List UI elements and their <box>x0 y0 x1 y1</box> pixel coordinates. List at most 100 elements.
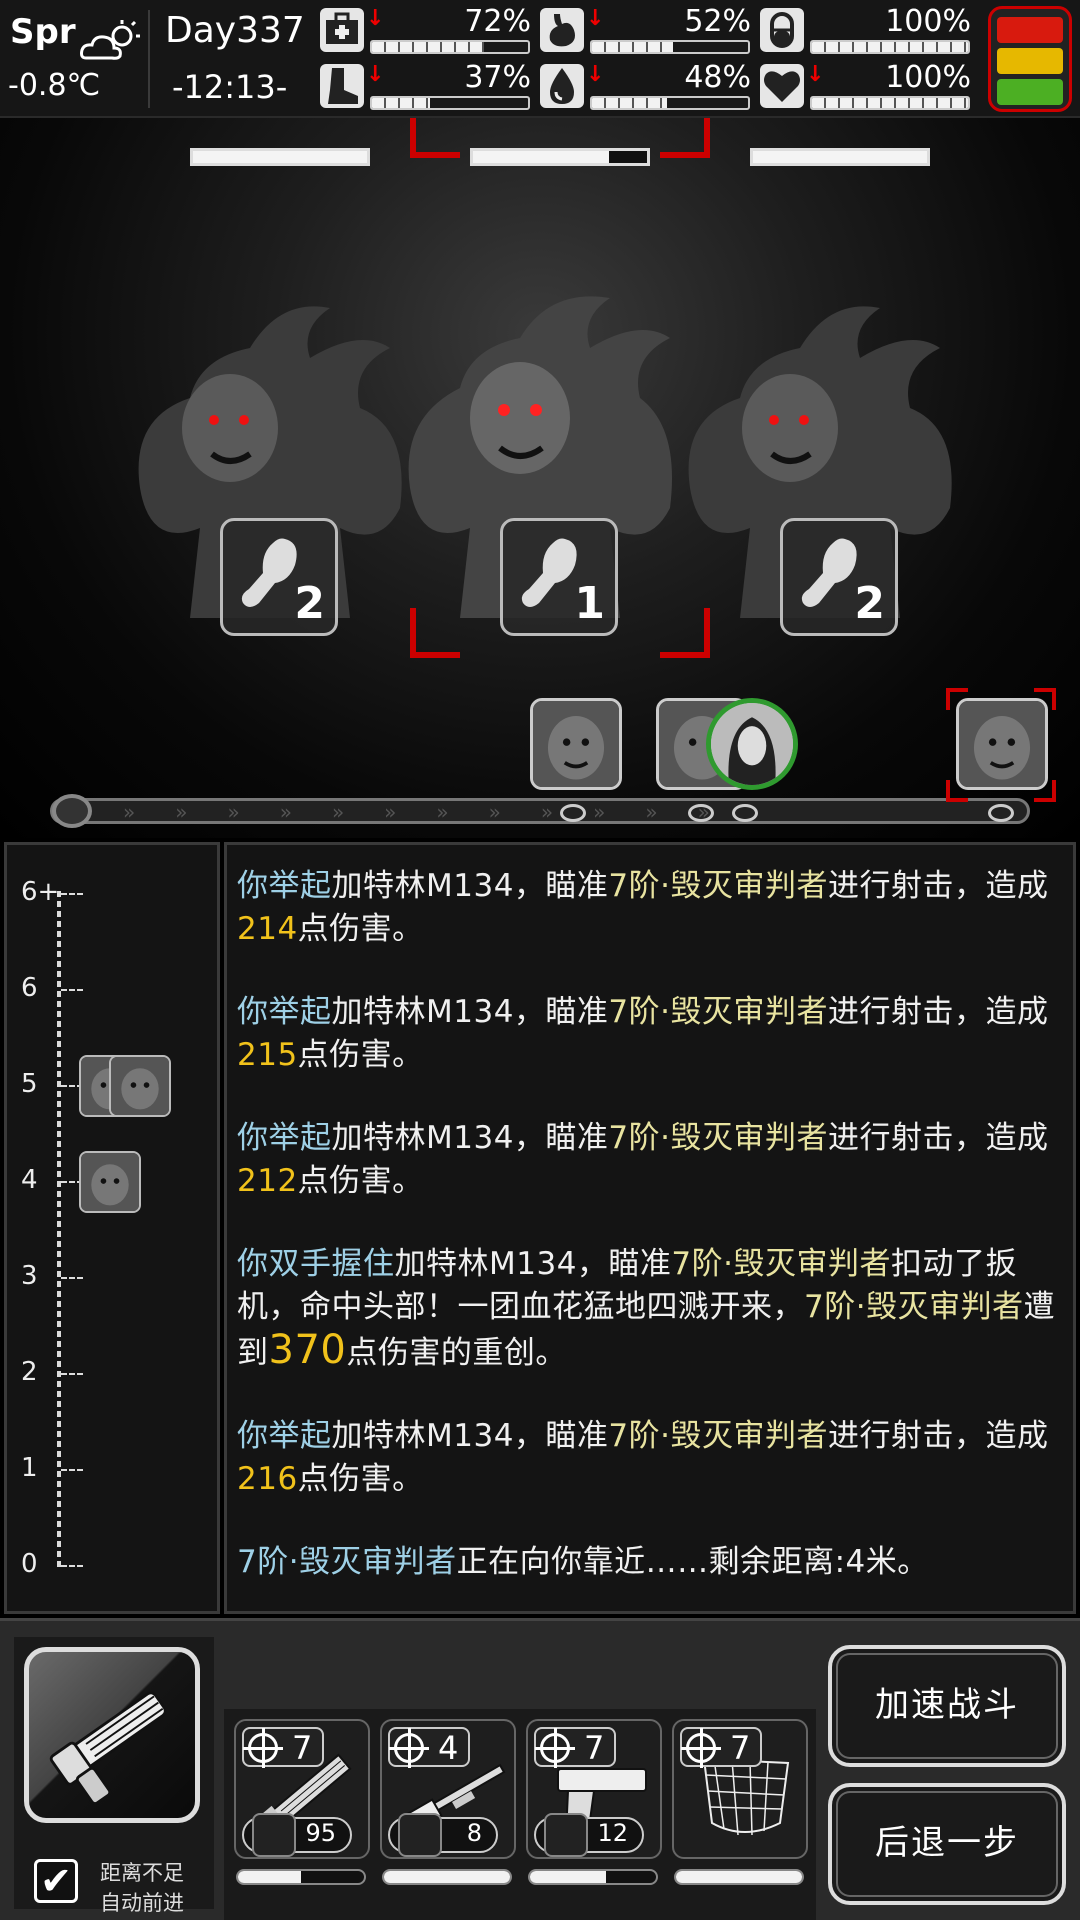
target-bracket <box>410 608 460 658</box>
weapon-durability-bar <box>236 1869 366 1885</box>
step-count: 2 <box>854 578 885 629</box>
footprint-icon <box>241 538 297 607</box>
log-entry: 你举起加特林M134，瞄准7阶·毁灭审判者进行射击，造成212点伤害。 <box>237 1117 1063 1203</box>
decrease-arrow-icon: ↓ <box>586 6 605 31</box>
weapon-slots: 7 95 4 8 7 12 7 <box>224 1709 816 1920</box>
decrease-arrow-icon: ↓ <box>366 6 385 31</box>
log-text: 加特林M134，瞄准 <box>331 1120 609 1156</box>
track-start-marker <box>52 794 92 828</box>
stat-thirst[interactable]: ↓ 48% <box>540 60 755 112</box>
player-track-token[interactable] <box>706 698 798 790</box>
enemy-hp-bar <box>750 148 930 166</box>
log-text: 点伤害。 <box>297 1461 424 1497</box>
enemy-name: 7阶·毁灭审判者 <box>608 994 828 1030</box>
weapon-level: 7 <box>730 1729 751 1767</box>
ruler-tick <box>61 989 83 991</box>
enemy-track-token[interactable] <box>530 698 622 790</box>
log-text: 加特林M134，瞄准 <box>394 1246 672 1282</box>
stat-value: 37% <box>464 60 531 95</box>
alert-red-light <box>997 17 1063 43</box>
damage-value: 216 <box>237 1461 298 1497</box>
survivor-portrait-icon <box>711 703 793 785</box>
weapon-durability-bar <box>528 1869 658 1885</box>
log-text: 你举起 <box>237 1120 332 1156</box>
track-pin <box>732 804 758 822</box>
enemy-step-badge: 2 <box>780 518 898 636</box>
water-drop-icon <box>540 64 584 108</box>
ruler-tick <box>61 1181 83 1183</box>
stat-value: 72% <box>464 4 531 39</box>
weapon-slot[interactable]: 4 8 <box>380 1719 516 1891</box>
weapon-slot[interactable]: 7 <box>672 1719 808 1891</box>
log-text: 你双手握住 <box>237 1246 395 1282</box>
stomach-icon <box>540 8 584 52</box>
enemy-name: 7阶·毁灭审判者 <box>608 868 828 904</box>
enemy-distance-marker <box>109 1055 171 1117</box>
weapon-slot[interactable]: 7 12 <box>526 1719 662 1891</box>
enemy-track-token-targeted[interactable] <box>956 698 1048 790</box>
combat-log[interactable]: 你举起加特林M134，瞄准7阶·毁灭审判者进行射击，造成214点伤害。你举起加特… <box>224 842 1076 1614</box>
log-text: 正在向你靠近……剩余距离:4米。 <box>456 1544 929 1580</box>
ruler-tick <box>61 1373 83 1375</box>
alert-yellow-light <box>997 48 1063 74</box>
auto-advance-label: 距离不足 <box>100 1861 184 1885</box>
weapon-card[interactable]: 7 <box>672 1719 808 1859</box>
stat-bar <box>370 96 530 110</box>
medkit-icon <box>320 8 364 52</box>
target-bracket <box>660 118 710 158</box>
speed-up-battle-button[interactable]: 加速战斗 <box>828 1645 1066 1767</box>
target-corner <box>1034 780 1056 802</box>
mutant-portrait-icon <box>111 1057 169 1115</box>
ruler-tick <box>61 893 83 895</box>
stat-energy[interactable]: 100% <box>760 4 975 56</box>
stat-mood[interactable]: ↓ 100% <box>760 60 975 112</box>
log-text: 加特林M134，瞄准 <box>331 1418 609 1454</box>
log-text: 进行射击，造成 <box>828 994 1049 1030</box>
weapon-card[interactable]: 7 12 <box>526 1719 662 1859</box>
stat-value: 100% <box>885 60 971 95</box>
stat-bar <box>590 40 750 54</box>
pill-icon <box>760 8 804 52</box>
enemy-hp-bar <box>470 148 650 166</box>
stat-stamina[interactable]: ↓ 37% <box>320 60 535 112</box>
log-entry: 7阶·毁灭审判者正在向你靠近……剩余距离:4米。 <box>237 1541 1063 1584</box>
target-corner <box>1034 688 1056 710</box>
season-label: Spr <box>10 12 76 52</box>
weapon-card[interactable]: 4 8 <box>380 1719 516 1859</box>
battle-scene: 2 1 2 »»»»»»»»»»»» <box>0 118 1080 838</box>
minigun-icon <box>49 1691 167 1805</box>
boot-icon <box>320 64 364 108</box>
log-text: 进行射击，造成 <box>828 1120 1049 1156</box>
mutant-portrait-icon <box>533 701 619 787</box>
log-text: 加特林M134，瞄准 <box>331 994 609 1030</box>
stat-value: 100% <box>885 4 971 39</box>
auto-advance-label: 自动前进 <box>100 1891 184 1915</box>
crosshair-icon <box>681 1728 721 1768</box>
status-bar: Spr -0.8℃ Day337 -12:13- ↓ 72% ↓ 52% 100… <box>0 0 1080 118</box>
stat-hunger[interactable]: ↓ 52% <box>540 4 755 56</box>
log-entry: 你举起加特林M134，瞄准7阶·毁灭审判者进行射击，造成215点伤害。 <box>237 991 1063 1077</box>
stat-value: 48% <box>684 60 751 95</box>
stat-health[interactable]: ↓ 72% <box>320 4 535 56</box>
track-pin <box>688 804 714 822</box>
net-icon <box>702 1757 790 1836</box>
ruler-tick <box>61 1277 83 1279</box>
weapon-durability-bar <box>674 1869 804 1885</box>
alert-green-light <box>997 79 1063 105</box>
enemy-distance-marker <box>79 1151 141 1213</box>
weapon-card[interactable]: 7 95 <box>234 1719 370 1859</box>
log-text: 点伤害。 <box>297 1163 424 1199</box>
log-entry: 你双手握住加特林M134，瞄准7阶·毁灭审判者扣动了扳机，命中头部！一团血花猛地… <box>237 1243 1063 1375</box>
weapon-level: 7 <box>584 1729 605 1767</box>
enemy-step-badge: 2 <box>220 518 338 636</box>
target-corner <box>946 780 968 802</box>
retreat-step-button[interactable]: 后退一步 <box>828 1783 1066 1905</box>
stat-bar <box>810 96 970 110</box>
weapon-slot[interactable]: 7 95 <box>234 1719 370 1891</box>
auto-advance-checkbox[interactable]: ✔ <box>34 1859 78 1903</box>
alert-indicator-button[interactable] <box>988 6 1072 112</box>
stat-value: 52% <box>684 4 751 39</box>
enemy-name: 7阶·毁灭审判者 <box>608 1120 828 1156</box>
decrease-arrow-icon: ↓ <box>806 62 825 87</box>
equipped-weapon-button[interactable] <box>24 1647 200 1823</box>
